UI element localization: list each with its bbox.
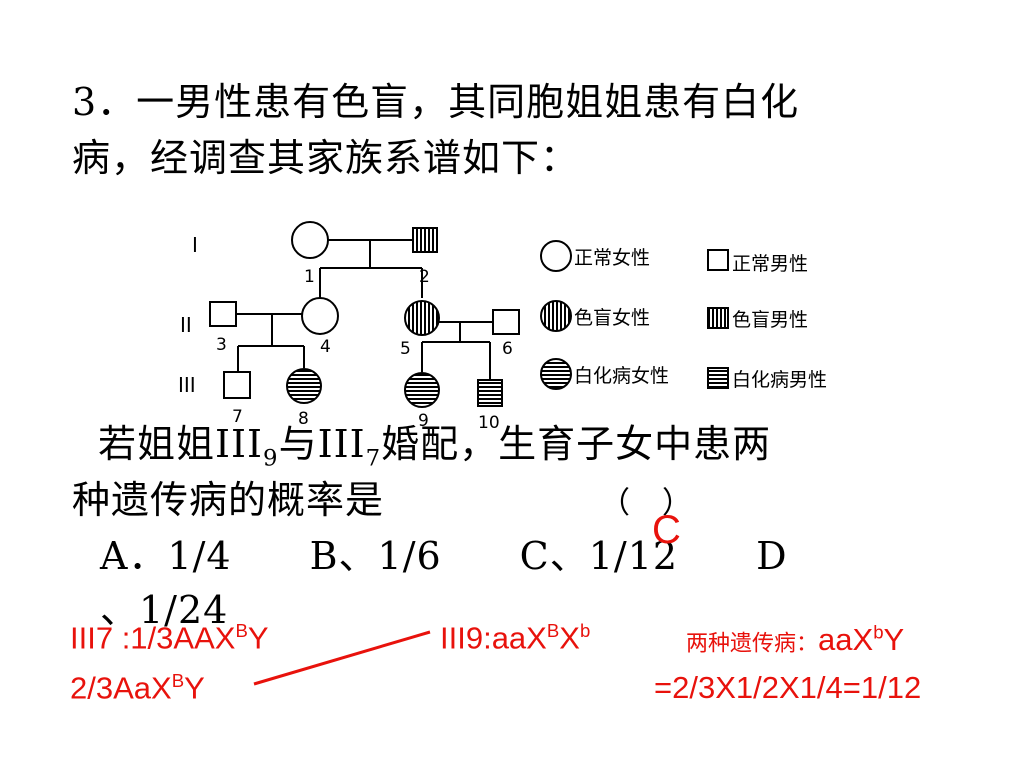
individual-6 xyxy=(492,309,520,335)
legend-normal-female-icon xyxy=(540,240,572,272)
legend-label: 正常男性 xyxy=(732,253,808,275)
number-4: 4 xyxy=(320,337,331,357)
legend-colorblind-male-icon xyxy=(707,307,729,329)
legend-normal-male-icon xyxy=(707,249,729,271)
question-line-1: 3．一男性患有色盲，其同胞姐姐患有白化 xyxy=(72,80,800,124)
pedigree-diagram: I II III 1 2 3 4 5 6 7 8 9 10 正常 xyxy=(178,221,827,433)
legend-colorblind-female-icon xyxy=(540,300,572,332)
legend-label: 白化病男性 xyxy=(732,369,827,391)
number-5: 5 xyxy=(400,339,411,359)
individual-7 xyxy=(223,371,251,399)
gen-label-II: II xyxy=(180,313,192,337)
number-8: 8 xyxy=(298,409,309,429)
options-continuation: 、1/24 xyxy=(100,588,229,632)
number-6: 6 xyxy=(502,339,513,359)
number-1: 1 xyxy=(304,267,315,287)
iii7-genotype-line1: III7 :1/3AAXBY xyxy=(70,620,269,656)
number-2: 2 xyxy=(419,267,430,287)
legend-label: 色盲男性 xyxy=(732,309,808,331)
individual-9 xyxy=(404,372,440,408)
individual-8 xyxy=(286,368,322,404)
question-line-2: 病，经调查其家族系谱如下： xyxy=(72,136,580,180)
options-line: A．1/4 B、1/6 C、1/12 D xyxy=(100,534,788,578)
gen-label-I: I xyxy=(192,233,198,257)
both-diseases-line: 两种遗传病：aaXbY xyxy=(686,622,905,658)
legend-label: 色盲女性 xyxy=(574,307,650,329)
iii7-genotype-line2: 2/3AaXBY xyxy=(70,670,205,706)
cross-line xyxy=(253,630,431,686)
individual-2 xyxy=(412,227,438,253)
legend-albinism-male-icon xyxy=(707,367,729,389)
both-diseases-genotype: aaXbY xyxy=(818,622,905,658)
question-line-4: 种遗传病的概率是 xyxy=(72,478,385,522)
individual-5 xyxy=(404,300,440,336)
number-7: 7 xyxy=(232,407,243,427)
number-10: 10 xyxy=(478,413,500,433)
individual-1 xyxy=(291,221,329,259)
answer-letter: C xyxy=(652,508,681,552)
individual-10 xyxy=(477,379,503,407)
question-line-3: 若姐姐III9与III7婚配，生育子女中患两 xyxy=(98,422,772,472)
individual-3 xyxy=(209,301,237,327)
legend-label: 正常女性 xyxy=(574,247,650,269)
probability-calculation: =2/3X1/2X1/4=1/12 xyxy=(654,670,922,705)
legend-label: 白化病女性 xyxy=(574,365,669,387)
answer-parentheses: （ ） xyxy=(600,486,693,521)
legend-albinism-female-icon xyxy=(540,358,572,390)
number-9: 9 xyxy=(418,411,429,431)
iii9-genotype: III9:aaXBXb xyxy=(440,620,591,656)
gen-label-III: III xyxy=(178,373,196,397)
number-3: 3 xyxy=(216,335,227,355)
individual-4 xyxy=(301,297,339,335)
